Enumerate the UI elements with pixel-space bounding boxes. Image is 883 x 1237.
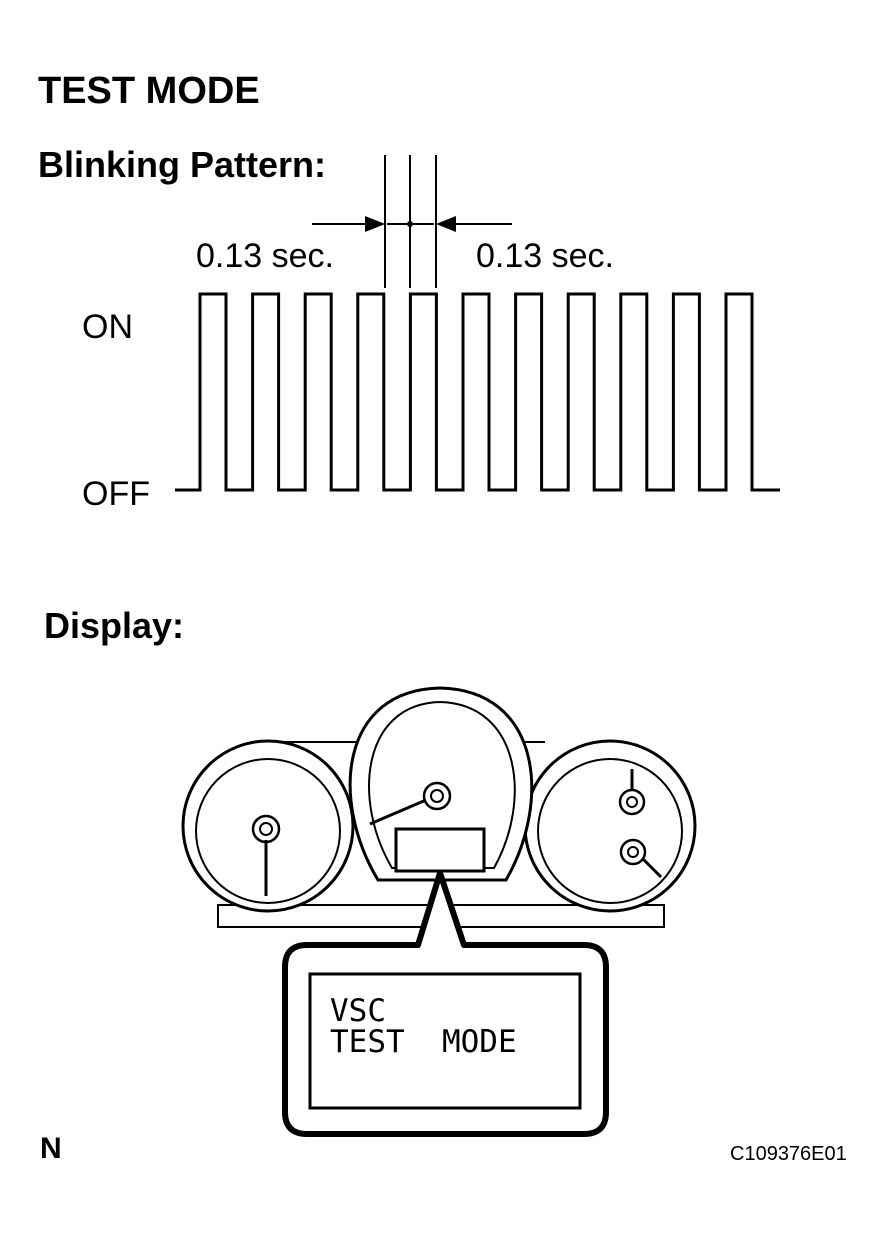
center-gauge-needle: [369, 798, 427, 826]
blinking-waveform: [175, 292, 780, 492]
corner-mark: N: [40, 1132, 62, 1165]
display-line-2: TEST MODE: [330, 1024, 517, 1060]
display-heading: Display:: [44, 605, 185, 646]
display-callout: [282, 870, 609, 1137]
instrument-cluster: [181, 686, 697, 928]
callout-screen: [308, 972, 582, 1110]
interval-label-left: 0.13 sec.: [196, 237, 334, 275]
center-speedometer: [348, 686, 534, 882]
timing-markers: [312, 155, 512, 288]
page-title: TEST MODE: [38, 70, 260, 112]
display-line-1: VSC: [330, 993, 386, 1029]
left-gauge: [181, 739, 355, 913]
right-gauge: [523, 739, 697, 913]
figure-id: C109376E01: [730, 1143, 847, 1165]
off-level-label: OFF: [82, 475, 150, 513]
multi-info-display: [394, 827, 486, 873]
blinking-pattern-heading: Blinking Pattern:: [38, 144, 327, 185]
on-level-label: ON: [82, 308, 133, 346]
right-gauge-needle-lower: [641, 857, 663, 879]
interval-label-right: 0.13 sec.: [476, 237, 614, 275]
